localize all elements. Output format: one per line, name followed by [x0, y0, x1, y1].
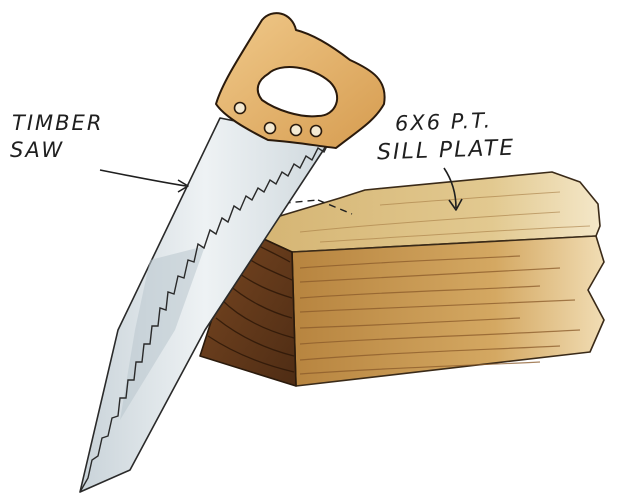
timber-saw-label-line2: SAW: [10, 138, 65, 162]
saw-handle-grip-hole: [256, 66, 339, 118]
saw-leader-arrow: [99, 169, 189, 193]
sill-leader-arrow: [443, 167, 463, 211]
timber-side-grain: [299, 255, 581, 375]
sill-plate-label-line1: 6X6 P.T.: [394, 108, 493, 136]
sill-plate-label-line2: SILL PLATE: [376, 135, 516, 166]
timber-saw-label-line1: TIMBER: [12, 111, 104, 135]
saw-teeth: [79, 139, 331, 493]
timber-top-grain: [299, 191, 591, 243]
saw-blade-shadow: [120, 246, 205, 420]
timber-side-face: [291, 235, 605, 387]
saw-rivets: [233, 101, 323, 138]
timber-beam-icon: [187, 171, 605, 387]
saw-icon: [79, 12, 386, 493]
